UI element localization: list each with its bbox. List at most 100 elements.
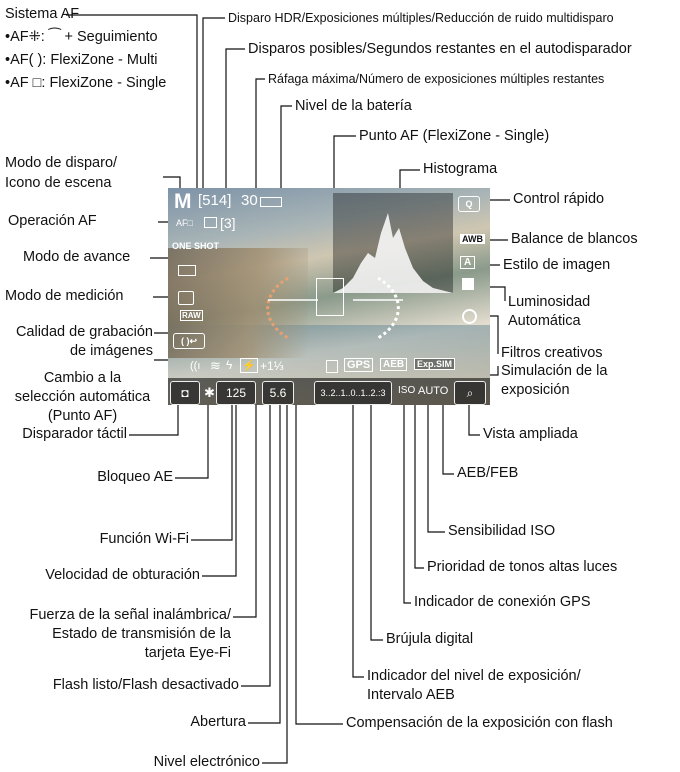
label-drive-mode: Modo de avance (23, 249, 131, 265)
iso-value: AUTO (418, 385, 449, 397)
af-opt2-prefix: •AF( ): (5, 52, 47, 68)
af-system-opt1: •AF⁜: ⁀ + Seguimiento (5, 29, 158, 45)
shutter-speed-button[interactable]: 125 (216, 381, 256, 405)
label-flash-comp: Compensación de la exposición con flash (346, 715, 613, 731)
label-exp-level-1: Indicador del nivel de exposición/ (367, 668, 581, 684)
label-touch-shutter: Disparador táctil (22, 426, 127, 442)
label-quick-control: Control rápido (513, 191, 605, 207)
label-alo-1: Luminosidad (508, 294, 591, 310)
label-htp: Prioridad de tonos altas luces (427, 559, 618, 575)
af-opt3-prefix: •AF □: (5, 75, 46, 91)
label-signal-2: Estado de transmisión de la (52, 626, 231, 642)
af-point-frame (316, 278, 344, 316)
line-battery (280, 105, 292, 196)
battery-icon (260, 197, 282, 207)
aeb-badge: AEB (380, 358, 408, 371)
line-level (262, 290, 288, 764)
af-system-title: Sistema AF (5, 6, 80, 22)
wb-badge: AWB (460, 234, 485, 244)
touch-shutter-button[interactable]: ◘ (170, 381, 200, 405)
histogram-graph (333, 193, 453, 293)
label-wb: Balance de blancos (511, 231, 638, 247)
ae-lock-icon: ✱ (204, 385, 215, 400)
cliff-area (168, 248, 308, 358)
label-signal-1: Fuerza de la señal inalámbrica/ (29, 607, 232, 623)
wifi-icon: ≋ (210, 358, 221, 373)
electronic-level (266, 276, 403, 340)
af-opt3-text: FlexiZone - Single (49, 75, 167, 91)
label-expsim-1: Simulación de la (501, 363, 608, 379)
line-zoom (468, 400, 480, 436)
label-switch-3: (Punto AF) (47, 408, 118, 424)
line-htp (414, 400, 424, 569)
label-exp-level-2: Intervalo AEB (367, 687, 455, 703)
label-hdr: Disparo HDR/Exposiciones múltiples/Reduc… (228, 11, 614, 25)
line-hdr (202, 17, 225, 218)
flash-comp-value: +1⅓ (260, 359, 284, 373)
creative-filter-icon (462, 309, 477, 324)
label-picture-style: Estilo de imagen (503, 257, 611, 273)
zoom-button[interactable]: ⌕ (454, 381, 486, 405)
label-alo-2: Automática (508, 313, 581, 329)
line-touch (129, 400, 179, 436)
label-quality-1: Calidad de grabación (15, 324, 153, 340)
gps-badge: GPS (344, 358, 374, 372)
label-flash: Flash listo/Flash desactivado (52, 677, 239, 693)
label-zoom: Vista ampliada (483, 426, 578, 442)
line-signal (233, 372, 257, 618)
label-expsim-2: exposición (501, 382, 570, 398)
label-af-operation: Operación AF (8, 213, 97, 229)
label-iso: Sensibilidad ISO (448, 523, 556, 539)
label-metering: Modo de medición (5, 288, 124, 304)
label-wifi: Función Wi-Fi (99, 531, 189, 547)
label-histogram: Histograma (423, 161, 498, 177)
af-opt1-text: : ⁀ + Seguimiento (40, 29, 158, 45)
shots-count: [514] (198, 192, 232, 209)
q-button[interactable]: Q (458, 196, 480, 212)
mode-indicator: M (174, 190, 192, 213)
drive-icon (178, 265, 196, 276)
af-opt1-prefix: •AF (5, 29, 29, 45)
label-elec-level: Nivel electrónico (153, 754, 260, 770)
alo-icon (462, 278, 474, 290)
label-burst: Ráfaga máxima/Número de exposiciones múl… (268, 72, 605, 86)
label-compass: Brújula digital (386, 631, 474, 647)
af-opt2-text: FlexiZone - Multi (50, 52, 158, 68)
wifi-signal-icon: ((ı (190, 360, 201, 372)
line-flash-comp (295, 372, 343, 725)
label-quality-2: de imágenes (69, 343, 153, 359)
flash-ready-icon: ϟ (226, 358, 233, 372)
one-shot-label: ONE SHOT (172, 241, 220, 251)
line-aperture (248, 400, 281, 724)
label-aperture: Abertura (190, 714, 246, 730)
metering-icon (178, 291, 194, 305)
htp-icon: ISO (398, 385, 416, 396)
picture-style-badge: A (460, 256, 476, 269)
line-aeb (442, 400, 454, 475)
af-system-opt3: •AF □: FlexiZone - Single (5, 75, 166, 92)
line-burst (255, 78, 265, 196)
af-system-opt2: •AF( ): FlexiZone - Multi (5, 52, 158, 69)
label-ae-lock: Bloqueo AE (97, 469, 173, 485)
exposure-level-button[interactable]: 3..2..1..0..1..2.:3 (314, 381, 392, 405)
aperture-button[interactable]: 5.6 (262, 381, 294, 405)
burst-count: 30 (241, 192, 258, 209)
line-af-system (66, 14, 198, 222)
line-compass (370, 395, 383, 641)
multi-count: [3] (220, 215, 236, 231)
line-exp-level (352, 400, 364, 678)
label-af-point: Punto AF (FlexiZone - Single) (359, 128, 550, 144)
line-flash (241, 372, 271, 687)
line-gps (403, 400, 411, 604)
line-shutter (202, 400, 237, 577)
label-shooting-mode-1: Modo de disparo/ (5, 155, 118, 171)
label-shutter-speed: Velocidad de obturación (45, 567, 200, 583)
expsim-badge: Exp.SIM (414, 358, 456, 370)
line-iso (427, 400, 445, 533)
live-view-screen: M [514] 30 AF□ [3] ONE SHOT RAW ( )↩ Q A… (168, 188, 490, 405)
label-battery: Nivel de la batería (295, 98, 412, 114)
label-signal-3: tarjeta Eye-Fi (144, 645, 231, 661)
line-wifi (191, 400, 233, 541)
af-switch-button[interactable]: ( )↩ (173, 333, 205, 349)
label-aeb: AEB/FEB (457, 465, 519, 481)
